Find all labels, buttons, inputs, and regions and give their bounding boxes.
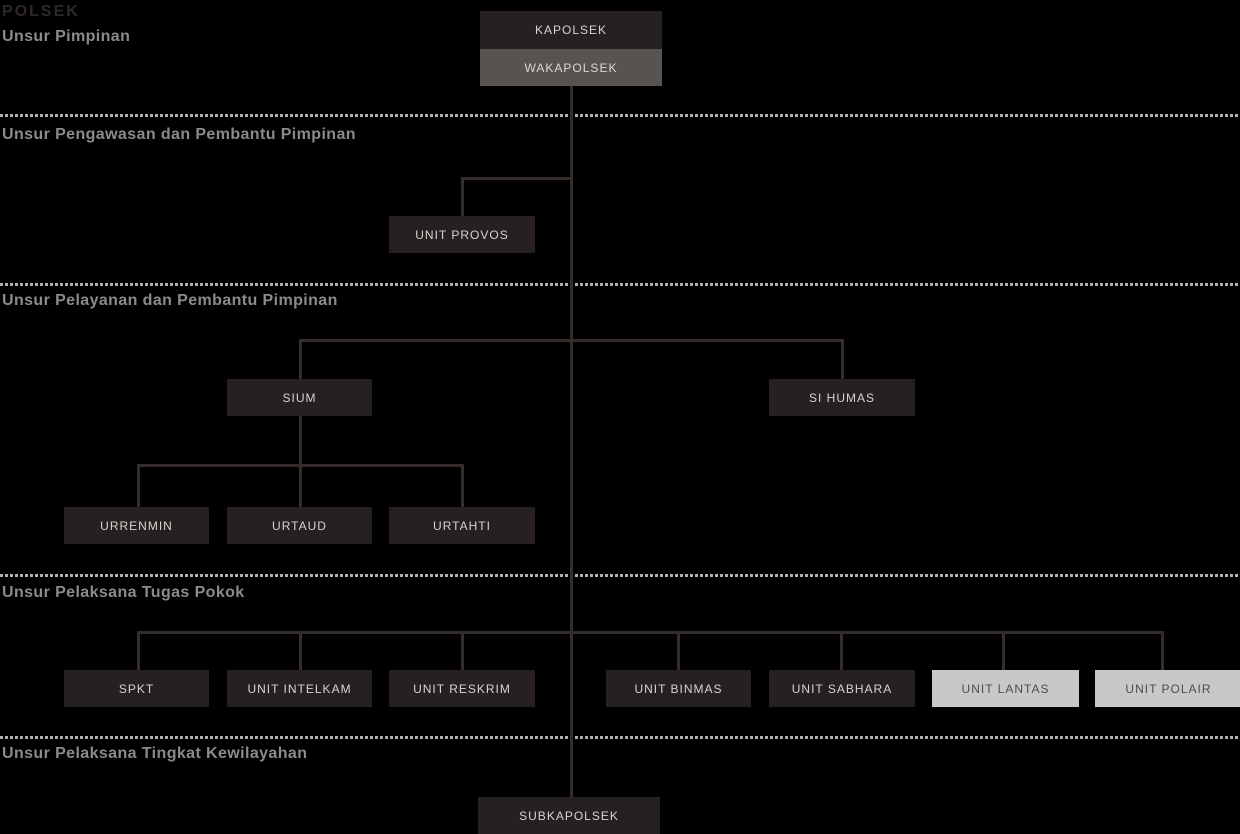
section-heading-pelaksana-pokok: Unsur Pelaksana Tugas Pokok <box>2 584 245 601</box>
org-node-unit-binmas[interactable]: UNIT BINMAS <box>606 670 751 707</box>
org-node-unit-lantas[interactable]: UNIT LANTAS <box>932 670 1079 707</box>
connector-sabhara-stub <box>840 631 843 670</box>
org-node-spkt[interactable]: SPKT <box>64 670 209 707</box>
org-node-unit-provos[interactable]: UNIT PROVOS <box>389 216 535 253</box>
connector-urtaud-stub <box>299 464 302 507</box>
org-node-urrenmin[interactable]: URRENMIN <box>64 507 209 544</box>
connector-urrenmin-stub <box>137 464 140 507</box>
section-divider-3 <box>0 574 1240 577</box>
org-node-sium[interactable]: SIUM <box>227 379 372 416</box>
connector-reskrim-stub <box>461 631 464 670</box>
section-heading-pengawasan: Unsur Pengawasan dan Pembantu Pimpinan <box>2 126 356 143</box>
connector-sium-stub <box>299 339 302 379</box>
org-node-urtahti[interactable]: URTAHTI <box>389 507 535 544</box>
org-node-subkapolsek[interactable]: SUBKAPOLSEK <box>478 797 660 834</box>
connector-lantas-stub <box>1002 631 1005 670</box>
connector-provos-stub <box>461 177 464 216</box>
connector-central-vertical <box>570 86 573 798</box>
org-node-unit-intelkam[interactable]: UNIT INTELKAM <box>227 670 372 707</box>
section-heading-pimpinan: Unsur Pimpinan <box>2 28 131 45</box>
connector-provos-horizontal <box>461 177 573 180</box>
section-heading-kewilayahan: Unsur Pelaksana Tingkat Kewilayahan <box>2 745 308 762</box>
connector-pelayanan-horizontal <box>299 339 844 342</box>
section-divider-4 <box>0 736 1240 739</box>
connector-urtahti-stub <box>461 464 464 507</box>
org-node-wakapolsek[interactable]: WAKAPOLSEK <box>480 49 662 86</box>
org-node-unit-sabhara[interactable]: UNIT SABHARA <box>769 670 915 707</box>
page-title: POLSEK <box>2 3 80 20</box>
org-node-kapolsek[interactable]: KAPOLSEK <box>480 11 662 49</box>
connector-spkt-stub <box>137 631 140 670</box>
connector-pokok-horizontal <box>137 631 1164 634</box>
connector-intelkam-stub <box>299 631 302 670</box>
section-heading-pelayanan: Unsur Pelayanan dan Pembantu Pimpinan <box>2 292 338 309</box>
section-divider-1 <box>0 114 1240 117</box>
org-node-unit-reskrim[interactable]: UNIT RESKRIM <box>389 670 535 707</box>
connector-polair-stub <box>1161 631 1164 670</box>
section-divider-2 <box>0 283 1240 286</box>
connector-binmas-stub <box>677 631 680 670</box>
org-node-urtaud[interactable]: URTAUD <box>227 507 372 544</box>
connector-sium-down-stub <box>299 416 302 467</box>
org-node-unit-polair[interactable]: UNIT POLAIR <box>1095 670 1240 707</box>
org-node-si-humas[interactable]: SI HUMAS <box>769 379 915 416</box>
connector-sihumas-stub <box>841 339 844 379</box>
